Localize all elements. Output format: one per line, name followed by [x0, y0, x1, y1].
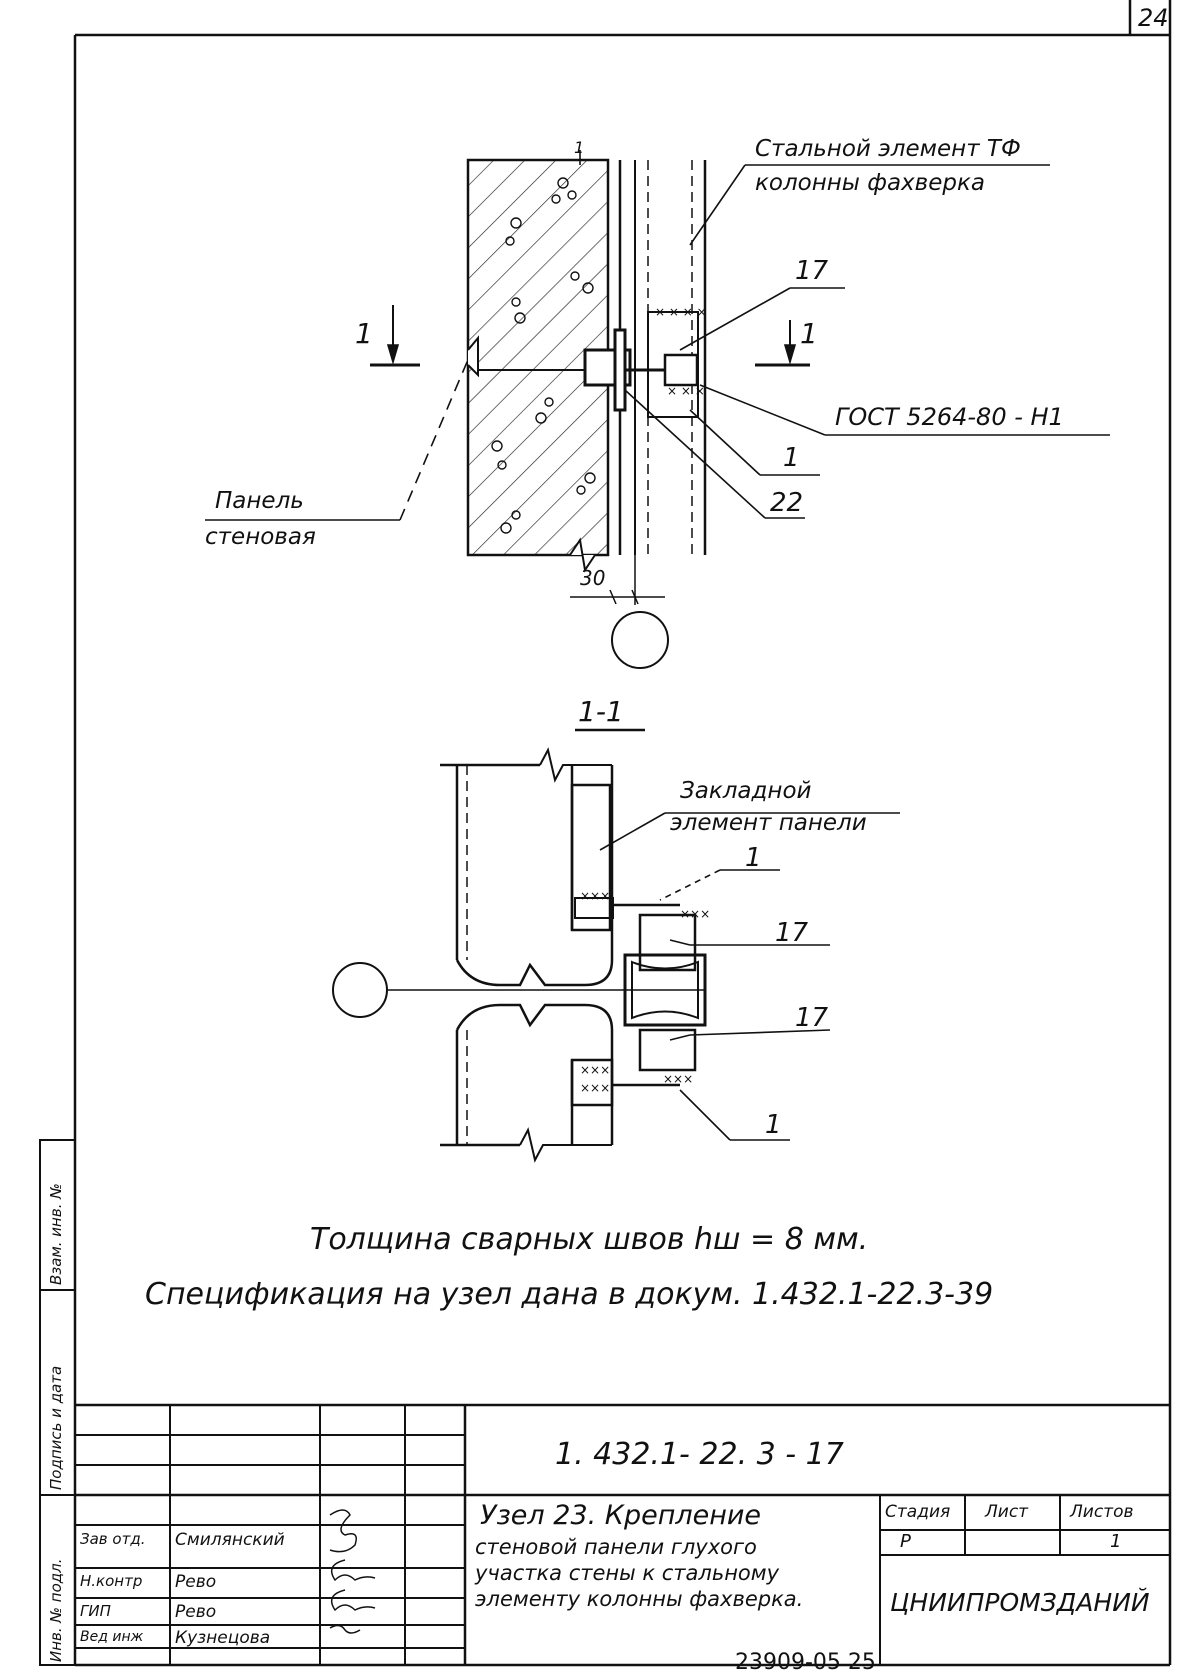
svg-text:×××: ×××	[680, 907, 710, 921]
role-head-of-dept: Зав отд.	[80, 1530, 146, 1548]
document-code: 1. 432.1- 22. 3 - 17	[555, 1437, 844, 1472]
label-steel-element-line2: колонны фахверка	[755, 170, 985, 196]
svg-text:× × ×: × × ×	[667, 384, 705, 398]
name-head-of-dept: Смилянский	[175, 1530, 285, 1550]
title-line4: элементу колонны фахверка.	[475, 1587, 804, 1611]
steel-column-elevation: × × × × × × ×	[570, 160, 707, 669]
side-stamp-grid	[39, 1139, 76, 1666]
title-line1: Узел 23. Крепление	[480, 1500, 762, 1531]
svg-text:×××: ×××	[580, 1081, 610, 1095]
title-line3: участка стены к стальному	[475, 1561, 780, 1585]
name-lead-engineer: Кузнецова	[175, 1628, 271, 1648]
signatures	[329, 1509, 376, 1634]
svg-text:×××: ×××	[663, 1072, 693, 1086]
note-weld-thickness: Толщина сварных швов hш = 8 мм.	[310, 1222, 869, 1257]
side-stamp-inv-orig: Инв. № подл.	[47, 1558, 65, 1662]
section-mark-1-a: 1	[745, 843, 762, 873]
section-mark-right: 1	[800, 317, 818, 350]
section-mark-left: 1	[355, 317, 373, 350]
section-title: 1-1	[578, 695, 624, 728]
name-norm-control: Рево	[175, 1572, 217, 1592]
note-specification: Спецификация на узел дана в докум. 1.432…	[145, 1277, 994, 1312]
title-line2: стеновой панели глухого	[475, 1535, 757, 1559]
label-steel-element-line1: Стальной элемент ТФ	[755, 136, 1021, 162]
side-stamp-inv-replace: Взам. инв. №	[47, 1183, 65, 1285]
section-mark-17-a: 17	[775, 918, 809, 948]
panel-label-line1: Панель	[215, 488, 304, 514]
svg-text:× × × ×: × × × ×	[655, 305, 707, 319]
section-1-1-drawing: ××× ××× ××× ××× ×××	[332, 747, 710, 1163]
section-mark-1-b: 1	[765, 1110, 782, 1140]
svg-text:×××: ×××	[580, 1063, 610, 1077]
dimension-30: 30	[580, 566, 606, 590]
sheet-frame	[73, 0, 1172, 1667]
mark-17-top: 17	[795, 256, 829, 286]
mark-1-ref: 1	[783, 443, 800, 473]
side-stamp-sign-date: Подпись и дата	[47, 1365, 65, 1490]
stage-value: Р	[900, 1531, 911, 1552]
sheets-value: 1	[1110, 1531, 1122, 1552]
panel-label-line2: стеновая	[205, 524, 316, 550]
role-chief-engineer: ГИП	[80, 1602, 111, 1620]
page-number: 24	[1138, 4, 1169, 32]
embedded-label-line1: Закладной	[680, 778, 812, 804]
role-norm-control: Н.контр	[80, 1572, 143, 1590]
footer-number: 23909-05 25	[735, 1650, 876, 1675]
role-lead-engineer: Вед инж	[80, 1629, 144, 1645]
stage-header: Стадия	[885, 1502, 951, 1522]
title-block-grid	[75, 1403, 1170, 1665]
section-mark-17-b: 17	[795, 1003, 829, 1033]
section-leaders	[599, 812, 900, 1141]
gost-label: ГОСТ 5264-80 - Н1	[835, 403, 1064, 431]
top-leaders	[205, 150, 1110, 521]
sheets-header: Листов	[1070, 1502, 1134, 1522]
organization-name: ЦНИИПРОМЗДАНИЙ	[890, 1588, 1150, 1617]
sheet-header: Лист	[985, 1502, 1029, 1522]
mark-22: 22	[770, 488, 804, 518]
svg-text:×××: ×××	[580, 889, 610, 903]
name-chief-engineer: Рево	[175, 1602, 217, 1622]
mark-1-top: 1	[574, 138, 585, 157]
embedded-label-line2: элемент панели	[670, 810, 867, 836]
